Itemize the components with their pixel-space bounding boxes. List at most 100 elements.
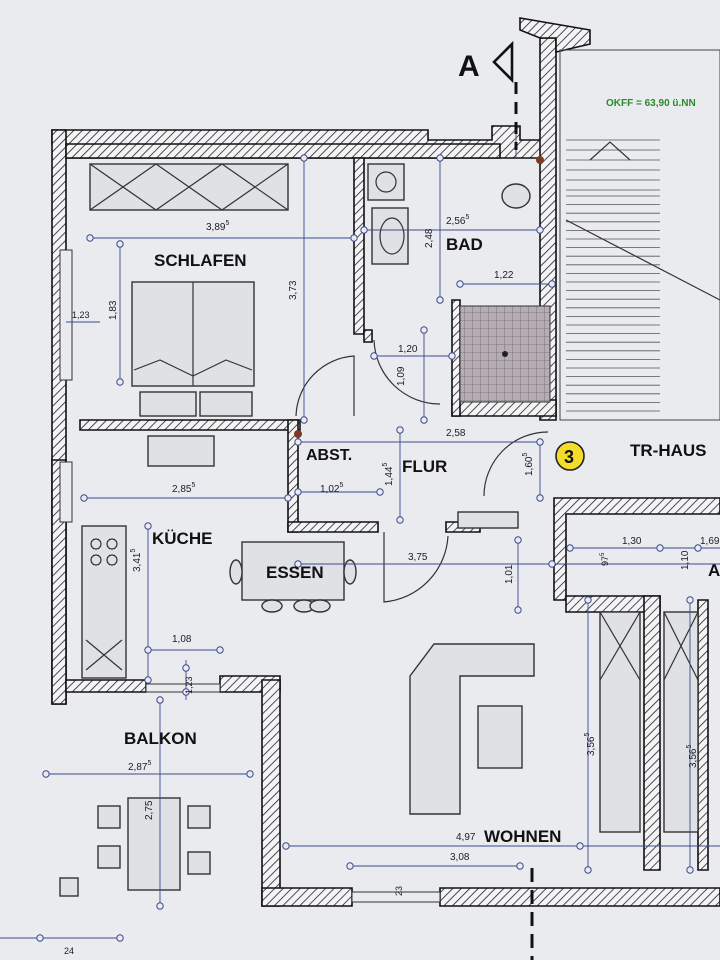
stair-badge xyxy=(555,441,585,471)
balcony-table xyxy=(127,797,181,891)
dim-tr-right-3: 1,69 xyxy=(700,536,720,547)
dimension-node xyxy=(346,862,354,870)
dim-wohnen-right: 3,565 xyxy=(584,733,597,756)
dimension-node xyxy=(36,934,44,942)
dimension-node xyxy=(436,154,444,162)
staircase xyxy=(559,49,720,421)
dimension-node xyxy=(396,426,404,434)
dim-tr-right-small: 975 xyxy=(600,552,610,566)
dim-kueche-depth: 3,415 xyxy=(130,549,143,572)
room-flur: FLUR xyxy=(402,457,447,476)
stair-number: 3 xyxy=(564,447,574,467)
room-bad: BAD xyxy=(446,235,483,254)
dimension-node xyxy=(686,866,694,874)
dimension-node xyxy=(360,226,368,234)
dimension-lines xyxy=(0,130,720,942)
dim-door-schlafen: 1,20 xyxy=(398,344,418,355)
dim-wohnen-opening: 1,01 xyxy=(504,564,515,584)
dim-door-bad: 1,09 xyxy=(396,366,407,386)
labels: OKFF = 63,90 ü.NN SCHLAFEN BAD ABST. FLU… xyxy=(64,98,720,956)
dimension-node xyxy=(116,378,124,386)
room-abst: ABST. xyxy=(306,447,352,464)
dimension-node xyxy=(182,688,190,696)
corner-sofa xyxy=(409,643,535,815)
walls xyxy=(51,17,720,907)
dim-flur-to-wohnen: 3,75 xyxy=(408,552,428,563)
dimension-node xyxy=(144,676,152,684)
dim-balkon-depth: 2,75 xyxy=(144,800,155,820)
dim-bad-width: 2,565 xyxy=(446,214,469,227)
dim-bad-depth: 2,48 xyxy=(424,228,435,248)
dimension-node xyxy=(216,646,224,654)
dim-schlafen-depth: 3,73 xyxy=(288,280,299,300)
section-arrow-icon xyxy=(492,40,514,84)
room-balkon: BALKON xyxy=(124,729,197,748)
dimension-node xyxy=(42,770,50,778)
dim-window-left: 1,83 xyxy=(108,300,119,320)
dimension-node xyxy=(156,696,164,704)
dimension-node xyxy=(300,154,308,162)
dim-schlafen-width: 3,895 xyxy=(206,220,229,233)
dimension-node xyxy=(548,280,556,288)
dimension-node xyxy=(370,352,378,360)
dimension-node xyxy=(548,560,556,568)
dimension-node xyxy=(694,544,702,552)
kitchen-counter xyxy=(81,525,127,679)
furniture xyxy=(59,163,699,897)
dimension-node xyxy=(656,544,664,552)
dimension-node xyxy=(516,862,524,870)
dimension-node xyxy=(116,240,124,248)
washbasin xyxy=(371,207,409,265)
dimension-node xyxy=(246,770,254,778)
dim-wohnen-sill: 23 xyxy=(394,886,404,896)
dim-wohnen-width: 4,97 xyxy=(456,832,476,843)
dimension-node xyxy=(156,902,164,910)
dimension-node xyxy=(300,416,308,424)
dimension-node xyxy=(686,596,694,604)
room-tr-haus: TR-HAUS xyxy=(630,441,707,460)
doors xyxy=(295,339,549,603)
dimension-node xyxy=(576,842,584,850)
dimension-node xyxy=(514,536,522,544)
dim-tr-right-2: 1,10 xyxy=(680,550,691,570)
dimension-node xyxy=(514,606,522,614)
dim-shower-width: 1,22 xyxy=(494,270,514,281)
room-schlafen: SCHLAFEN xyxy=(154,251,247,270)
room-kueche: KÜCHE xyxy=(152,529,212,548)
dim-kueche-width: 2,855 xyxy=(172,482,195,495)
dim-flur-width: 2,58 xyxy=(446,428,466,439)
dimension-node xyxy=(584,596,592,604)
room-essen: ESSEN xyxy=(266,563,324,582)
dim-abst-depth: 1,445 xyxy=(382,463,395,486)
dimension-node xyxy=(144,522,152,530)
dimension-node xyxy=(350,234,358,242)
dimension-node xyxy=(86,234,94,242)
dim-flur-depth: 1,605 xyxy=(522,453,535,476)
windows xyxy=(59,249,441,903)
dimension-node xyxy=(294,560,302,568)
dimension-node xyxy=(536,438,544,446)
dimension-node xyxy=(144,646,152,654)
dimension-node xyxy=(80,494,88,502)
dimension-node xyxy=(116,934,124,942)
dim-tr-right-1: 1,30 xyxy=(622,536,642,547)
dim-bottom-left: 24 xyxy=(64,946,74,956)
dimension-node xyxy=(376,488,384,496)
dimension-node xyxy=(536,226,544,234)
section-marker-label: A xyxy=(458,50,480,83)
room-wohnen: WOHNEN xyxy=(484,827,561,846)
room-neighbour: A xyxy=(708,561,720,580)
dim-wohnen-window: 3,08 xyxy=(450,852,470,863)
dimension-node xyxy=(456,280,464,288)
dimension-node xyxy=(294,488,302,496)
dim-balkon-width: 2,875 xyxy=(128,760,151,773)
dim-kueche-sill: 1,23 xyxy=(184,676,194,694)
dim-kueche-window: 1,08 xyxy=(172,634,192,645)
dimension-node xyxy=(566,544,574,552)
level-label: OKFF = 63,90 ü.NN xyxy=(606,98,696,109)
dimension-node xyxy=(282,842,290,850)
dimension-node xyxy=(284,494,292,502)
toilet-icon xyxy=(501,183,531,209)
dim-abst-width: 1,025 xyxy=(320,482,343,495)
